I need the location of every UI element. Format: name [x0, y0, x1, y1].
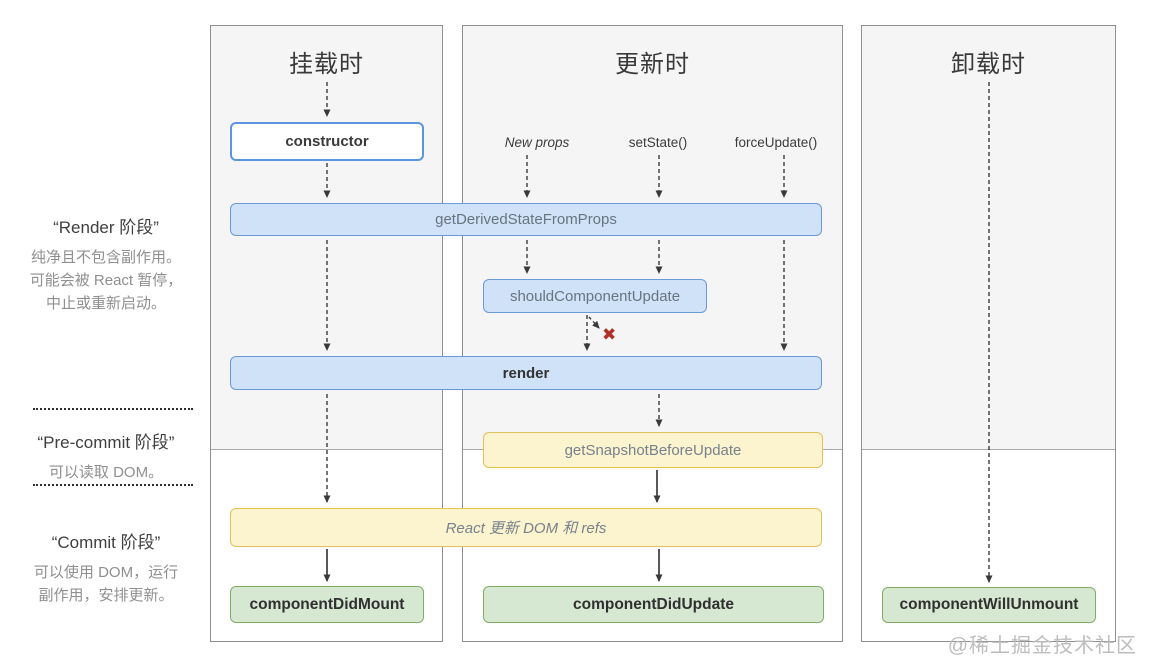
node-react-updates-dom: React 更新 DOM 和 refs — [230, 508, 822, 547]
node-component-did-mount: componentDidMount — [230, 586, 424, 623]
trigger-new-props: New props — [504, 135, 570, 150]
render-phase-line: 中止或重新启动。 — [45, 295, 166, 312]
dotted-divider — [33, 408, 193, 410]
cancel-x-icon: ✖ — [602, 325, 617, 344]
render-phase-note: “Render 阶段” 纯净且不包含副作用。 可能会被 React 暂停， 中止… — [8, 213, 204, 315]
node-constructor: constructor — [230, 122, 424, 161]
dotted-divider — [33, 484, 193, 486]
precommit-phase-title: “Pre-commit 阶段” — [37, 433, 175, 452]
updating-panel-title: 更新时 — [615, 51, 690, 78]
node-get-snapshot-before-update: getSnapshotBeforeUpdate — [483, 432, 823, 468]
node-get-derived-state-from-props: getDerivedStateFromProps — [230, 203, 822, 236]
commit-phase-line: 可以使用 DOM，运行 — [33, 564, 179, 581]
node-should-component-update: shouldComponentUpdate — [483, 279, 707, 313]
unmounting-panel-title: 卸载时 — [951, 51, 1026, 78]
render-phase-title: “Render 阶段” — [53, 218, 159, 237]
commit-phase-line: 副作用，安排更新。 — [38, 587, 174, 604]
render-phase-line: 纯净且不包含副作用。 — [30, 249, 181, 266]
trigger-force-update: forceUpdate() — [734, 135, 818, 150]
precommit-phase-note: “Pre-commit 阶段” 可以读取 DOM。 — [8, 428, 204, 484]
trigger-set-state: setState() — [628, 135, 688, 150]
commit-phase-note: “Commit 阶段” 可以使用 DOM，运行 副作用，安排更新。 — [8, 528, 204, 607]
node-render: render — [230, 356, 822, 390]
node-component-will-unmount: componentWillUnmount — [882, 587, 1096, 623]
precommit-phase-line: 可以读取 DOM。 — [48, 464, 164, 481]
watermark: @稀土掘金技术社区 — [947, 635, 1137, 657]
commit-phase-title: “Commit 阶段” — [51, 533, 161, 552]
render-phase-line: 可能会被 React 暂停， — [29, 272, 183, 289]
mounting-panel-title: 挂载时 — [289, 51, 364, 78]
node-component-did-update: componentDidUpdate — [483, 586, 824, 623]
